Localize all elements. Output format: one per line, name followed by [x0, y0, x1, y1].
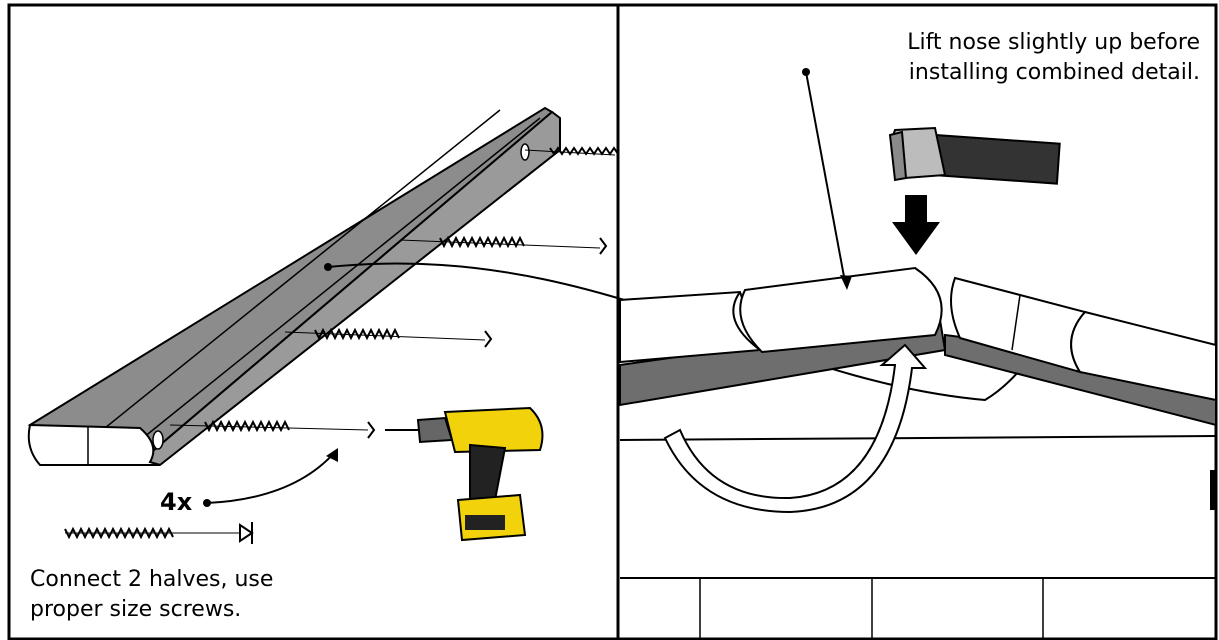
left-caption-line-1: Connect 2 halves, use — [30, 567, 274, 592]
curved-arrow-icon — [663, 343, 928, 514]
left-caption: Connect 2 halves, use proper size screws… — [30, 565, 350, 625]
screw-icon — [399, 235, 608, 255]
screw-icon — [524, 146, 619, 156]
right-caption-line-2: installing combined detail. — [908, 60, 1200, 85]
callout-arrow — [206, 451, 336, 504]
left-caption-line-2: proper size screws. — [30, 597, 242, 622]
callout-arrow — [805, 71, 846, 283]
screw-icon — [284, 327, 493, 348]
hammer-icon — [888, 126, 1061, 185]
right-caption: Lift nose slightly up before installing … — [800, 28, 1200, 88]
gutter-profile — [27, 106, 561, 467]
ridge-profile — [619, 266, 1217, 402]
screw-count-label: 4x — [160, 488, 193, 516]
right-caption-line-1: Lift nose slightly up before — [907, 30, 1200, 55]
screw-icon — [169, 419, 376, 439]
screw-icon — [64, 522, 254, 544]
down-arrow-icon — [892, 195, 940, 255]
drill-icon — [385, 406, 544, 542]
frame-border — [7, 3, 1218, 640]
